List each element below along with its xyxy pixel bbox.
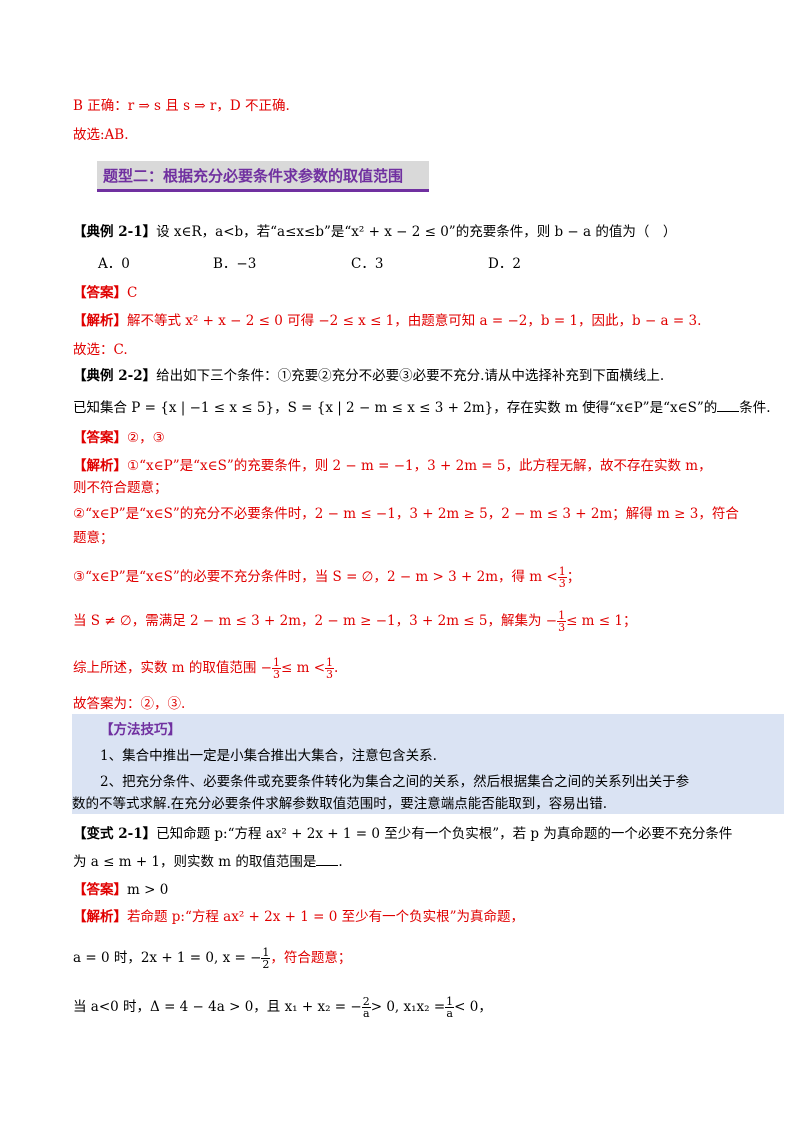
variant-tag: 【变式 2-1】 [73,826,157,842]
numerator: 1 [261,946,271,959]
answer-blank [717,399,740,412]
answer-value: C [127,285,138,301]
answer-tag: 【答案】 [73,285,127,301]
analysis-line-1b: 则不符合题意； [73,480,168,496]
analysis-line-1: 【解析】①“x∈P”是“x∈S”的充要条件，则 2 − m = −1，3 + 2… [73,456,760,476]
answer-tag: 【答案】 [73,430,127,446]
option-d: D．2 [488,256,521,272]
denominator: a [446,1007,453,1020]
choose-c: 故选：C. [73,342,128,358]
question-text: 给出如下三个条件：①充要②充分不必要③必要不充分.请从中选择补充到下面横线上. [156,368,665,384]
denominator: 3 [273,668,280,681]
numerator: 1 [445,995,455,1008]
analysis-line-1: 【解析】若命题 p:“方程 ax² + 2x + 1 = 0 至少有一个负实根”… [73,907,760,927]
numerator: 1 [325,656,335,669]
choose-ab: 故选:AB. [73,127,129,143]
example-2-2-question: 【典例 2-2】给出如下三个条件：①充要②充分不必要③必要不充分.请从中选择补充… [73,366,760,386]
analysis-text: a = 0 时，2x + 1 = 0, x = − [73,950,262,966]
numerator: 1 [557,609,567,622]
variant-2-1-question-2: 为 a ≤ m + 1，则实数 m 的取值范围是. [73,852,760,872]
analysis-text: . [334,660,339,676]
analysis-text: > 0, x₁x₂ = [370,999,446,1015]
answer-blank [316,853,339,866]
section-title: 题型二：根据充分必要条件求参数的取值范围 [103,167,404,185]
numerator: 1 [272,656,281,669]
denominator: 3 [558,577,566,590]
example-tag: 【典例 2-1】 [73,224,157,240]
analysis-line-2: ②“x∈P”是“x∈S”的充分不必要条件时，2 − m ≤ −1，3 + 2m … [73,506,739,522]
method-tips-box: 【方法技巧】 1、集合中推出一定是小集合推出大集合，注意包含关系. 2、把充分条… [72,714,784,814]
analysis-text: ③“x∈P”是“x∈S”的必要不充分条件时，当 S = ∅，2 − m > 3 … [73,569,558,585]
answer-value: m > 0 [127,882,169,898]
analysis-text: ； [566,569,581,585]
analysis-text: 当 S ≠ ∅，需满足 2 − m ≤ 3 + 2m，2 − m ≥ −1，3 … [73,613,558,629]
answer-line: 【答案】②，③ [73,428,760,448]
example-2-1-question: 【典例 2-1】设 x∈R，a<b，若“a≤x≤b”是“x² + x − 2 ≤… [73,222,760,242]
question-text: 为 a ≤ m + 1，则实数 m 的取值范围是 [73,854,317,870]
analysis-text: 综上所述，实数 m 的取值范围 − [73,660,272,676]
answer-tag: 【答案】 [73,882,127,898]
numerator: 2 [361,995,371,1008]
denominator: 3 [326,668,334,681]
option-a: A．0 [98,256,130,272]
final-answer: 故答案为：②，③. [73,696,186,712]
tip-2-cont: 数的不等式求解.在充分必要条件求解参数取值范围时，要注意端点能否能取到，容易出错… [72,796,608,812]
answer-line: 【答案】C [73,283,760,303]
tip-1: 1、集合中推出一定是小集合推出大集合，注意包含关系. [100,748,437,764]
analysis-tag: 【解析】 [73,909,127,925]
question-suffix: . [338,854,343,870]
analysis-text: 解不等式 x² + x − 2 ≤ 0 可得 −2 ≤ x ≤ 1，由题意可知 … [127,313,702,329]
numerator: 1 [557,565,567,578]
analysis-text: ≤ m < [281,660,326,676]
tip-2: 2、把充分条件、必要条件或充要条件转化为集合之间的关系，然后根据集合之间的关系列… [100,774,690,790]
analysis-line-3: ③“x∈P”是“x∈S”的必要不充分条件时，当 S = ∅，2 − m > 3 … [73,566,760,589]
answer-value: ②，③ [127,430,165,446]
analysis-line-4: 当 S ≠ ∅，需满足 2 − m ≤ 3 + 2m，2 − m ≥ −1，3 … [73,610,760,633]
analysis-tag: 【解析】 [73,458,127,474]
example-tag: 【典例 2-2】 [73,368,157,384]
tips-title: 【方法技巧】 [100,722,181,738]
denominator: 2 [262,958,270,971]
analysis-text: 若命题 p:“方程 ax² + 2x + 1 = 0 至少有一个负实根”为真命题… [127,909,525,925]
answer-line: 【答案】m > 0 [73,880,760,900]
option-b: B．−3 [213,256,257,272]
denominator: 3 [558,621,566,634]
question-text: 已知命题 p:“方程 ax² + 2x + 1 = 0 至少有一个负实根”，若 … [156,826,733,842]
analysis-tag: 【解析】 [73,313,127,329]
section-heading: 题型二：根据充分必要条件求参数的取值范围 [97,161,429,192]
analysis-text: < 0， [454,999,492,1015]
question-text: 设 x∈R，a<b，若“a≤x≤b”是“x² + x − 2 ≤ 0”的充要条件… [156,224,677,240]
analysis-line-2b: 题意； [73,530,114,546]
analysis-line: 【解析】解不等式 x² + x − 2 ≤ 0 可得 −2 ≤ x ≤ 1，由题… [73,311,760,331]
denominator: a [362,1007,370,1020]
example-2-2-condition: 已知集合 P = {x | −1 ≤ x ≤ 5}，S = {x | 2 − m… [73,398,771,418]
variant-2-1-question: 【变式 2-1】已知命题 p:“方程 ax² + 2x + 1 = 0 至少有一… [73,824,760,844]
condition-suffix: 条件. [739,400,771,416]
analysis-text: 当 a<0 时，Δ = 4 − 4a > 0，且 x₁ + x₂ = − [73,999,362,1015]
statement-b: B 正确：r ⇒ s 且 s ⇒ r，D 不正确. [73,98,290,114]
option-c: C．3 [351,256,384,272]
analysis-text: ≤ m ≤ 1； [566,613,637,629]
condition-text: 已知集合 P = {x | −1 ≤ x ≤ 5}，S = {x | 2 − m… [73,400,718,416]
analysis-text: ①“x∈P”是“x∈S”的充要条件，则 2 − m = −1，3 + 2m = … [127,458,712,474]
analysis-text: ，符合题意； [270,950,352,966]
